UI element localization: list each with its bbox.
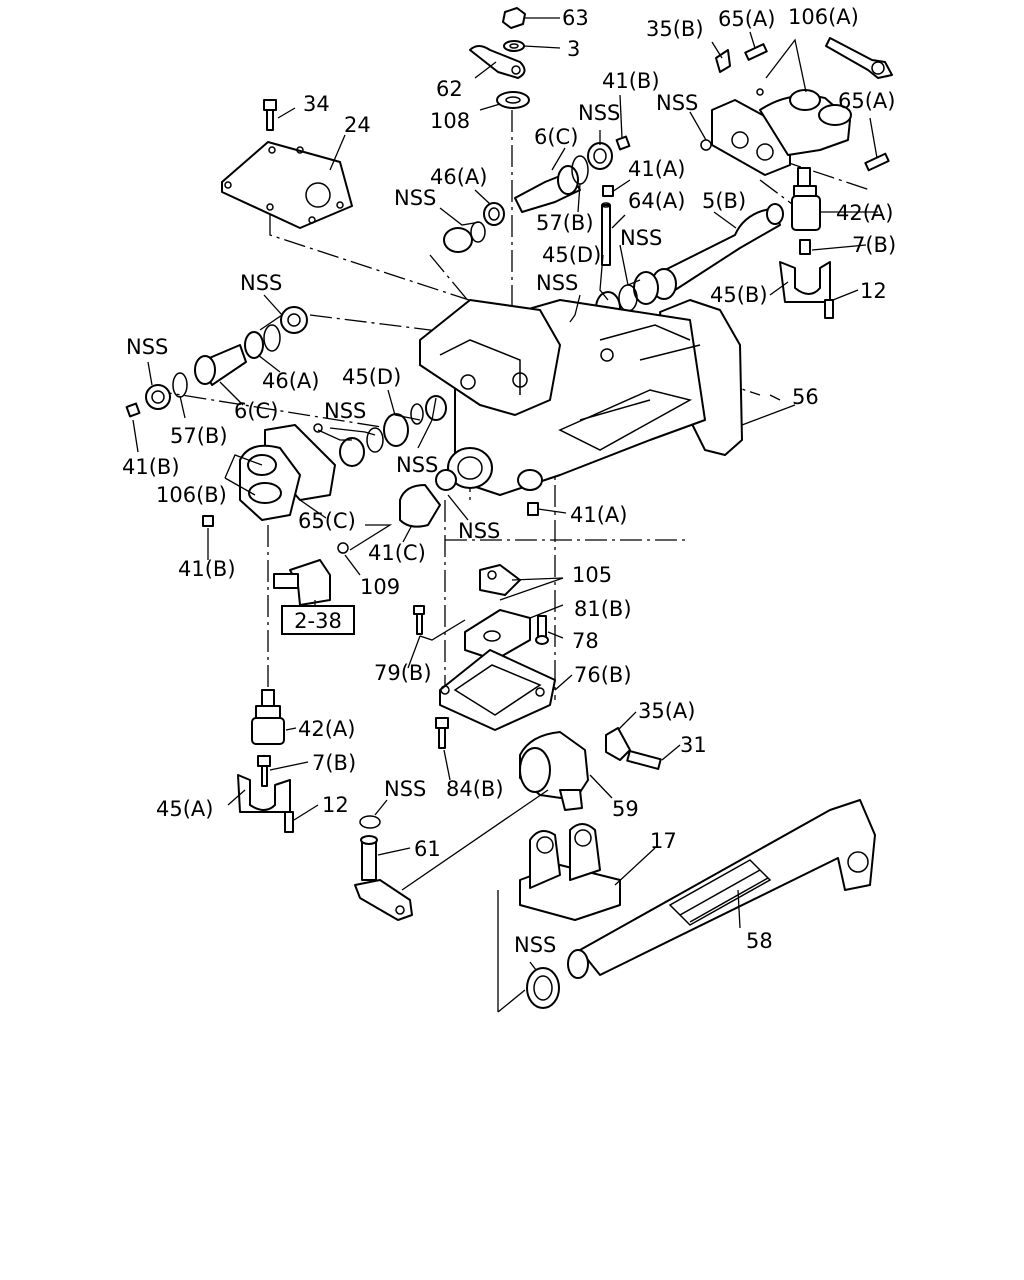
label-nss-mid2: NSS: [396, 453, 438, 477]
label-105: 105: [572, 563, 612, 587]
label-64a: 64(A): [628, 189, 685, 213]
label-108: 108: [430, 109, 470, 133]
label-12-top: 12: [860, 279, 887, 303]
label-46a-left: 46(A): [262, 369, 319, 393]
label-41b-top: 41(B): [602, 69, 660, 93]
label-65a-top: 65(A): [718, 7, 775, 31]
label-57b-top: 57(B): [536, 211, 594, 235]
label-nss-46a: NSS: [394, 186, 436, 210]
label-41b-left: 41(B): [122, 455, 180, 479]
label-34: 34: [303, 92, 330, 116]
label-24: 24: [344, 113, 371, 137]
label-81b: 81(B): [574, 597, 632, 621]
label-58: 58: [746, 929, 773, 953]
upper-shaft-parts: [443, 135, 784, 343]
reference-box: 2-38: [281, 605, 355, 635]
lower-mechanism: [354, 727, 876, 1009]
label-63: 63: [562, 6, 589, 30]
label-17: 17: [650, 829, 677, 853]
label-84b: 84(B): [446, 777, 504, 801]
label-35b: 35(B): [646, 17, 704, 41]
label-61: 61: [414, 837, 441, 861]
label-57b-left: 57(B): [170, 424, 228, 448]
label-56: 56: [792, 385, 819, 409]
left-shaft-parts: [125, 306, 447, 469]
top-lever-assembly: [469, 7, 530, 109]
actuator-42a-top: [779, 167, 834, 319]
label-35a: 35(A): [638, 699, 695, 723]
label-41c: 41(C): [368, 541, 426, 565]
label-65a-right: 65(A): [838, 89, 895, 113]
label-45b: 45(B): [710, 283, 768, 307]
label-65c: 65(C): [298, 509, 356, 533]
label-42a-low: 42(A): [298, 717, 355, 741]
ref-box-label: 2-38: [294, 609, 342, 633]
label-46a-top: 46(A): [430, 165, 487, 189]
label-nss-45d-top: NSS: [620, 226, 662, 250]
label-59: 59: [612, 797, 639, 821]
leader-lines: [132, 17, 878, 1013]
valve-assembly-106b: [202, 423, 539, 606]
cover-plates-lower: [413, 564, 556, 749]
label-78: 78: [572, 629, 599, 653]
callout-labels: 63 3 62 108 35(B) 65(A) 106(A) 41(B) NSS…: [122, 5, 896, 957]
label-41b-low: 41(B): [178, 557, 236, 581]
label-6c-top: 6(C): [534, 125, 578, 149]
label-12-low: 12: [322, 793, 349, 817]
label-nss-left: NSS: [126, 335, 168, 359]
label-79b: 79(B): [374, 661, 432, 685]
cover-plate-24: [221, 99, 353, 229]
label-76b: 76(B): [574, 663, 632, 687]
label-45d-top: 45(D): [542, 243, 601, 267]
valve-assembly-106a: [700, 37, 893, 176]
label-nss-top2: NSS: [656, 91, 698, 115]
label-41a-top: 41(A): [628, 157, 685, 181]
main-housing-56: [419, 299, 743, 496]
actuator-42a-low: [237, 689, 294, 833]
label-45d-left: 45(D): [342, 365, 401, 389]
label-nss-bottom: NSS: [514, 933, 556, 957]
label-106b: 106(B): [156, 483, 227, 507]
label-106a: 106(A): [788, 5, 859, 29]
label-62: 62: [436, 77, 463, 101]
label-nss-61: NSS: [384, 777, 426, 801]
label-45a: 45(A): [156, 797, 213, 821]
label-nss-46a-left: NSS: [240, 271, 282, 295]
label-5b: 5(B): [702, 189, 746, 213]
label-3: 3: [567, 37, 580, 61]
label-109: 109: [360, 575, 400, 599]
label-nss-mid3: NSS: [458, 519, 500, 543]
label-41a-mid: 41(A): [570, 503, 627, 527]
label-nss-mid: NSS: [324, 399, 366, 423]
label-31: 31: [680, 733, 707, 757]
label-7b-low: 7(B): [312, 751, 356, 775]
label-42a-top: 42(A): [836, 201, 893, 225]
label-nss-57b: NSS: [536, 271, 578, 295]
label-7b-top: 7(B): [852, 233, 896, 257]
label-nss-top1: NSS: [578, 101, 620, 125]
label-6c-left: 6(C): [234, 399, 278, 423]
